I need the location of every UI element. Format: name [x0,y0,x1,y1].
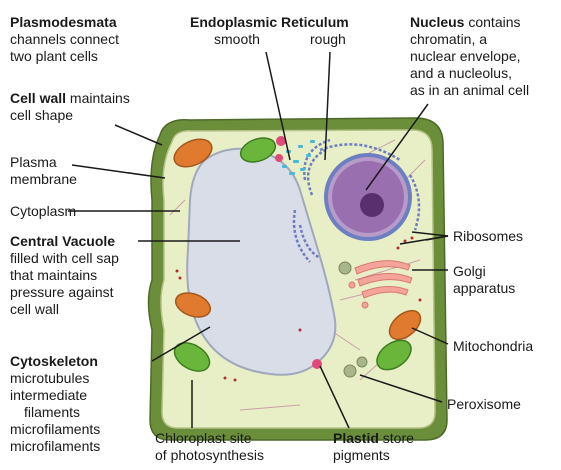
central-vacuole-line-3: pressure against [10,284,114,300]
cytoskeleton-line-3: filaments [24,404,81,420]
ribosomes [175,236,422,382]
er-smooth: smooth [214,31,260,47]
cytoskeleton-line-4: microfilaments [10,421,101,437]
nucleolus [360,193,384,217]
cytoskeleton-label: Cytoskeleton microtubules intermediate f… [10,353,100,455]
chloroplast-label: Chloroplast site of photosynthesis [155,430,264,464]
nucleus-line-2: nuclear envelope, [410,48,521,64]
central-vacuole-line-1: filled with cell sap [10,250,119,266]
plastid-label: Plastid store pigments [333,430,414,464]
nucleus-label: Nucleus contains chromatin, a nuclear en… [410,14,529,99]
plastid-left [275,154,283,162]
plastid-line-1: pigments [333,447,390,463]
golgi-line-1: Golgi [453,263,486,279]
er-rough: rough [310,31,346,47]
cytoskeleton-line-1: microtubules [10,370,90,386]
plastid-title: Plastid [333,430,379,446]
peroxisome-label: Peroxisome [447,396,521,412]
plasma-membrane-line-2: membrane [10,171,77,187]
cytoskeleton-title: Cytoskeleton [10,353,98,369]
plasma-membrane-label: Plasma membrane [10,154,77,188]
central-vacuole-line-4: cell wall [10,301,60,317]
central-vacuole-title: Central Vacuole [10,233,116,249]
plasmodesmata-line-2: two plant cells [10,48,98,64]
peroxisome-3 [338,261,352,275]
plasmodesmata-line-1: channels connect [10,31,119,47]
golgi-line-2: apparatus [453,280,516,296]
mitochondria [173,138,422,341]
mitochondria-label: Mitochondria [453,338,534,354]
central-vacuole-line-2: that maintains [10,267,98,283]
leader-lines [68,51,449,429]
plasmodesmata-title: Plasmodesmata [10,14,117,30]
smooth-er [282,140,315,175]
chloroplast-line-2: of photosynthesis [155,447,264,463]
cytoskeleton-line-5: microfilaments [10,438,101,454]
plasma-membrane-line-1: Plasma [10,154,57,170]
plasmodesmata-label: Plasmodesmata channels connect two plant… [10,14,119,65]
central-vacuole-label: Central Vacuole filled with cell sap tha… [10,233,119,318]
peroxisome-2 [356,356,368,368]
cell-wall-line-1: cell shape [10,107,74,123]
golgi-apparatus [348,260,413,309]
nucleus-rest: contains [464,14,521,30]
cytoplasm-label: Cytoplasm [10,203,77,219]
cell-wall-rest: maintains [66,90,130,106]
nucleus-line-1: chromatin, a [410,31,488,47]
nucleus-line-3: and a nucleolus, [410,65,512,81]
cell-wall-title: Cell wall [10,90,67,106]
chloroplasts [173,137,412,372]
ribosomes-label: Ribosomes [453,228,524,244]
er-label: Endoplasmic Reticulum smooth rough [190,14,349,48]
plastid-top [276,136,286,146]
plastid-rest: store [378,430,414,446]
nucleus-line-4: as in an animal cell [410,82,530,98]
nucleus-title: Nucleus [410,14,465,30]
er-title: Endoplasmic Reticulum [190,14,349,30]
cell-wall-label: Cell wall maintains cell shape [10,90,130,124]
chloroplast-line-1: Chloroplast site [155,430,252,446]
cytoskeleton-line-2: intermediate [10,387,88,403]
peroxisome [343,364,357,378]
golgi-label: Golgi apparatus [453,263,515,297]
